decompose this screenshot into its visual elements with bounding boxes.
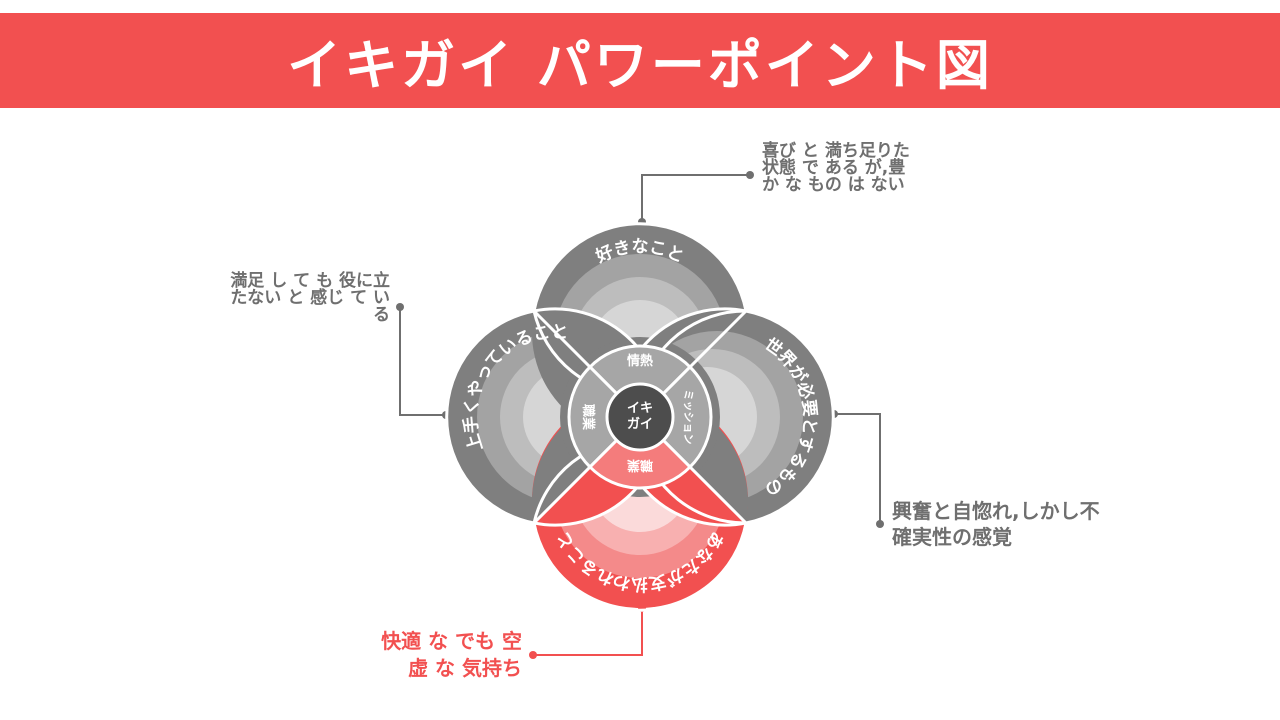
inner-label-passion: 情熱 xyxy=(627,353,653,369)
note-line: 確実性の感覚 xyxy=(892,525,1012,549)
note-paid-for: 快適 な でも 空 虚 な 気持ち xyxy=(330,628,522,682)
note-love: 喜び と 満ち足りた 状態 で ある が,豊 か な もの は ない xyxy=(762,143,910,194)
title-banner: イキガイ パワーポイント図 xyxy=(0,13,1280,108)
inner-label-mission: ミッション xyxy=(682,390,695,445)
center-label-2: ガイ xyxy=(627,417,653,432)
connector-dot xyxy=(396,303,404,311)
connector-dot xyxy=(876,520,884,528)
center-label-1: イキ xyxy=(627,401,653,416)
note-line: たない と 感じ て い xyxy=(230,288,390,308)
connector-dot xyxy=(746,171,754,179)
note-line: か な もの は ない xyxy=(762,175,905,195)
connector-left xyxy=(399,307,446,416)
center-circle xyxy=(605,382,675,452)
inner-label-vocation: 職業 xyxy=(626,457,653,473)
page-title: イキガイ パワーポイント図 xyxy=(287,34,993,97)
note-line: る xyxy=(373,305,390,325)
inner-ring xyxy=(567,344,713,490)
note-line: 満足 し て も 役に立 xyxy=(230,271,390,291)
connector-dot xyxy=(529,651,537,659)
note-line: 快適 な でも 空 xyxy=(381,629,522,653)
connector-right xyxy=(834,413,881,524)
note-line: 虚 な 気持ち xyxy=(408,656,522,680)
connector-top xyxy=(641,174,750,222)
note-line: 状態 で ある が,豊 xyxy=(762,158,906,178)
note-line: 興奮と自惚れ,しかし不 xyxy=(892,499,1100,523)
note-world-needs: 興奮と自惚れ,しかし不 確実性の感覚 xyxy=(892,498,1100,550)
connector-bottom xyxy=(533,608,643,656)
note-line: 喜び と 満ち足りた xyxy=(762,141,910,161)
inner-label-profession: 職業 xyxy=(580,404,596,431)
note-good-at: 満足 し て も 役に立 たない と 感じ て い る xyxy=(200,273,390,324)
